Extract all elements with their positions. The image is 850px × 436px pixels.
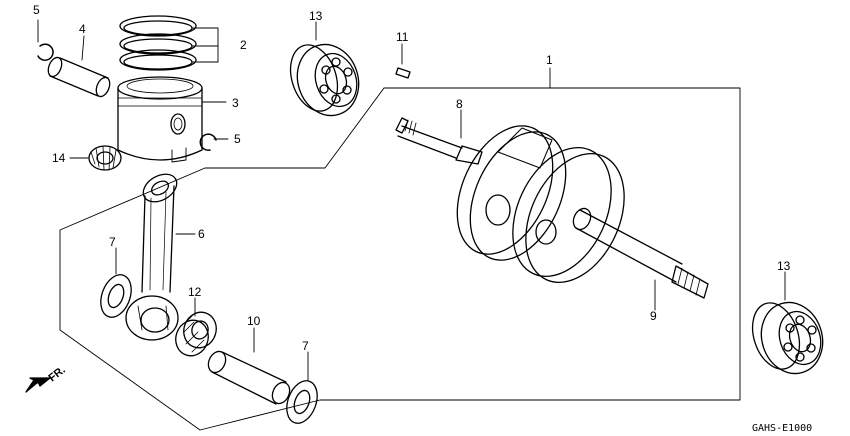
piston-rings: [119, 15, 219, 71]
crankshaft-left-half: [512, 146, 709, 311]
callout-6-label: 6: [198, 227, 205, 241]
callout-9-label: 9: [650, 309, 657, 323]
callout-10-label: 10: [247, 314, 261, 328]
piston-pin-clip-right: [199, 133, 229, 151]
crankshaft-assembly-boundary: [59, 67, 741, 431]
callout-12-label: 12: [188, 285, 202, 299]
piston: [117, 76, 227, 163]
crankshaft-right-half: [395, 109, 567, 261]
thrust-washer-right: [286, 351, 318, 424]
callout-1-label: 1: [546, 53, 553, 67]
front-marker-label: FR.: [46, 364, 67, 384]
front-direction-arrow: [25, 377, 51, 393]
callout-13-top-label: 13: [309, 9, 323, 23]
crank-pin: [207, 327, 291, 405]
woodruff-key: [395, 43, 411, 79]
callout-4-label: 4: [79, 22, 86, 36]
piston-pin: [47, 35, 111, 98]
callout-14-label: 14: [52, 151, 66, 165]
big-end-needle-bearing: [175, 297, 217, 357]
callout-13-right-label: 13: [777, 259, 791, 273]
crank-bearing-right: [751, 271, 824, 375]
callout-3-label: 3: [232, 96, 239, 110]
callout-5-left-label: 5: [33, 3, 40, 17]
callout-7-right-label: 7: [302, 339, 309, 353]
callout-11-label: 11: [396, 30, 409, 44]
drawing-code-label: GAHS-E1000: [752, 423, 812, 434]
callout-7-left-label: 7: [109, 235, 116, 249]
callout-8-label: 8: [456, 97, 463, 111]
callout-5-right-label: 5: [234, 132, 241, 146]
callout-2-label: 2: [240, 38, 247, 52]
crank-bearing-top: [289, 21, 360, 117]
thrust-washer-left: [100, 247, 132, 318]
small-end-needle-bearing: [69, 145, 122, 171]
piston-pin-clip-left: [37, 19, 54, 61]
connecting-rod: [125, 173, 196, 341]
